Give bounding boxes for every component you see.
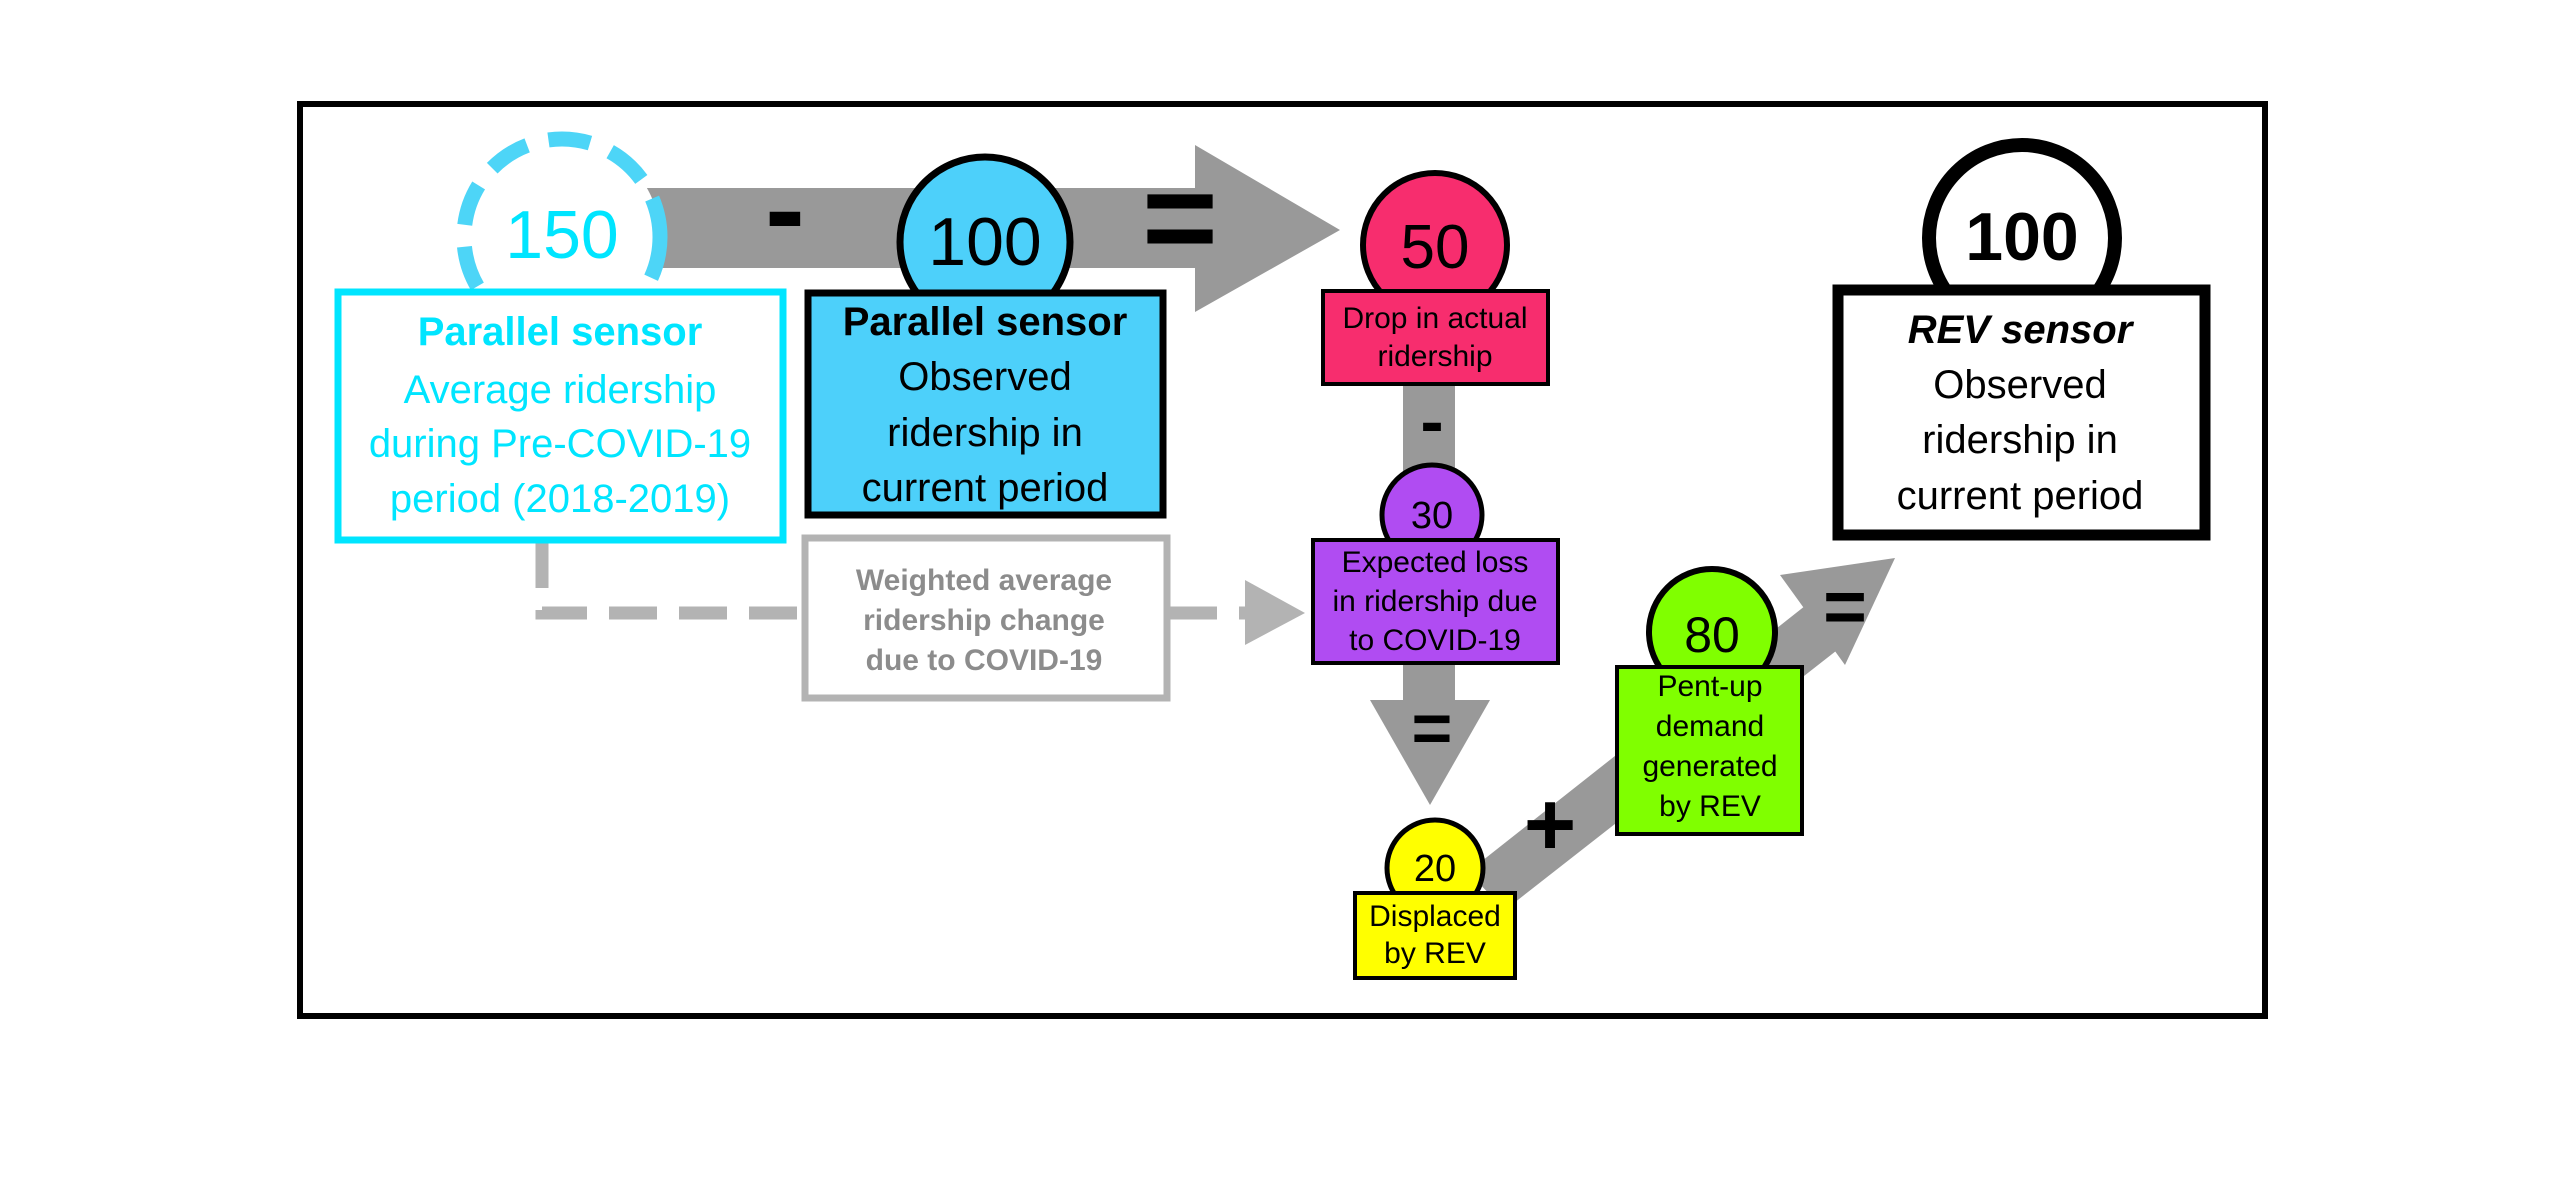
operator-equals-top: =	[1142, 144, 1218, 290]
operator-equals-vertical: =	[1412, 689, 1453, 767]
vertical-arrow-head	[1370, 700, 1490, 805]
operator-minus-top: -	[765, 142, 805, 276]
precovid-line-2: during Pre-COVID-19	[369, 422, 751, 466]
rev-title: REV sensor	[1908, 308, 2135, 352]
expected-loss-line-3: to COVID-19	[1349, 624, 1521, 657]
rev-node: 100 REV sensor Observed ridership in cur…	[1832, 138, 2211, 541]
displaced-line-1: Displaced	[1369, 900, 1501, 933]
expected-loss-line-2: in ridership due	[1332, 585, 1537, 618]
displaced-box	[1353, 891, 1517, 980]
drop-box	[1321, 289, 1550, 386]
parallel-current-title: Parallel sensor	[843, 300, 1128, 344]
weighted-line-3: due to COVID-19	[866, 644, 1103, 677]
dashed-connector-head	[1245, 580, 1305, 645]
precovid-title: Parallel sensor	[418, 310, 703, 354]
rev-line-1: Observed	[1933, 363, 2106, 407]
operator-minus-vertical: -	[1420, 382, 1443, 460]
weighted-line-1: Weighted average	[856, 564, 1112, 597]
weighted-box	[801, 534, 1171, 702]
rev-box	[1832, 284, 2211, 541]
drop-value: 50	[1401, 213, 1470, 282]
precovid-node: 150 Parallel sensor Average ridership du…	[334, 131, 787, 544]
expected-loss-node: 30 Expected loss in ridership due to COV…	[1311, 462, 1560, 665]
pentup-node: 80 Pent-up demand generated by REV	[1615, 566, 1804, 836]
expected-loss-value: 30	[1411, 495, 1453, 537]
precovid-box	[334, 288, 787, 544]
displaced-line-2: by REV	[1384, 937, 1486, 970]
rev-value: 100	[1965, 199, 2078, 275]
operator-plus-diagonal: +	[1524, 775, 1577, 875]
pentup-line-3: generated	[1642, 750, 1777, 783]
precovid-line-1: Average ridership	[404, 368, 717, 412]
pentup-box	[1615, 665, 1804, 836]
parallel-current-node: 100 Parallel sensor Observed ridership i…	[804, 153, 1167, 519]
drop-node: 50 Drop in actual ridership	[1321, 170, 1550, 386]
parallel-current-box	[804, 289, 1167, 519]
parallel-current-line-3: current period	[862, 466, 1109, 510]
pentup-line-1: Pent-up	[1657, 670, 1762, 703]
pentup-line-2: demand	[1656, 710, 1764, 743]
rev-line-3: current period	[1897, 474, 2144, 518]
pentup-value: 80	[1684, 607, 1740, 663]
drop-line-1: Drop in actual	[1342, 302, 1527, 335]
dashed-connector-line	[535, 540, 1255, 620]
expected-loss-box	[1311, 538, 1560, 665]
parallel-current-value: 100	[928, 204, 1041, 280]
precovid-value: 150	[505, 197, 618, 273]
displaced-node: 20 Displaced by REV	[1353, 817, 1517, 980]
weighted-line-2: ridership change	[863, 604, 1105, 637]
operator-equals-diagonal: =	[1823, 564, 1867, 648]
rev-line-2: ridership in	[1922, 418, 2118, 462]
pentup-line-4: by REV	[1659, 790, 1761, 823]
diagonal-arrow-head	[1780, 558, 1895, 665]
weighted-node: Weighted average ridership change due to…	[801, 534, 1171, 702]
expected-loss-line-1: Expected loss	[1342, 546, 1529, 579]
parallel-current-line-1: Observed	[898, 355, 1071, 399]
parallel-current-line-2: ridership in	[887, 411, 1083, 455]
precovid-line-3: period (2018-2019)	[390, 477, 730, 521]
dashed-connector	[535, 540, 1305, 645]
displaced-value: 20	[1414, 848, 1456, 890]
drop-line-2: ridership	[1377, 340, 1492, 373]
